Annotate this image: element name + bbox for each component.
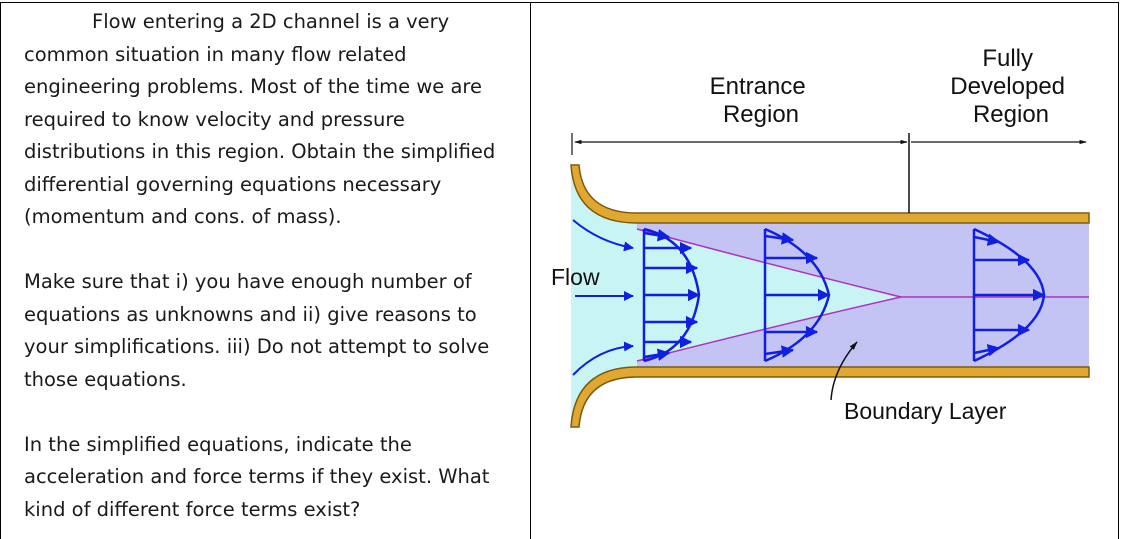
developed-velocity-profile <box>972 227 1046 363</box>
channel-flow-diagram: Entrance Region Fully Developed Region F… <box>551 45 1090 428</box>
developed-label-line1: Fully <box>982 45 1033 72</box>
entrance-label-line1: Entrance <box>710 73 806 100</box>
inlet-flow-arrows <box>572 219 634 376</box>
problem-text: Flow entering a 2D channel is a very com… <box>24 6 522 526</box>
developing-velocity-profile <box>763 227 831 363</box>
lower-wall <box>570 366 1090 428</box>
developed-label-line2: Developed <box>950 73 1065 100</box>
entrance-label-line2: Region <box>723 101 799 128</box>
boundary-layer-lower <box>636 296 902 362</box>
table-border-left <box>0 2 1 539</box>
flow-label: Flow <box>551 264 600 290</box>
developed-label-line3: Region <box>973 101 1049 128</box>
boundary-layer-pointer <box>830 341 858 401</box>
inlet-velocity-profile <box>642 227 701 363</box>
entrance-region-label: Entrance Region <box>710 73 813 128</box>
boundary-layer-upper <box>636 228 902 298</box>
table-border-right <box>1118 2 1119 539</box>
table-border-divider <box>530 2 531 539</box>
problem-paragraph-3: In the simplified equations, indicate th… <box>24 432 490 521</box>
developed-region-label: Fully Developed Region <box>950 45 1071 128</box>
upper-wall <box>570 164 1090 224</box>
problem-paragraph-2: Make sure that i) you have enough number… <box>24 270 490 391</box>
table-border-top <box>0 2 1119 3</box>
boundary-layer-label: Boundary Layer <box>844 398 1007 424</box>
problem-paragraph-1: Flow entering a 2D channel is a very com… <box>24 10 496 228</box>
